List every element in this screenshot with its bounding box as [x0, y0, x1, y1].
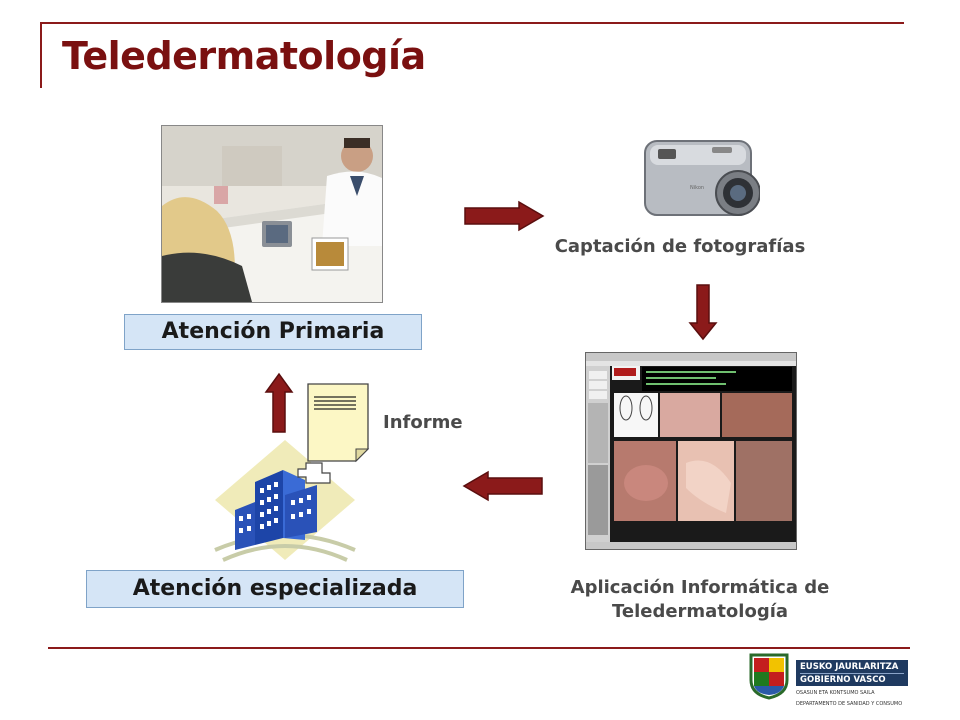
report-document-icon: [296, 383, 372, 487]
doctor-consultation-photo: [161, 125, 383, 303]
arrow-down-icon: [688, 284, 718, 341]
logo-divider: [800, 673, 904, 674]
arrow-up-icon: [264, 372, 294, 433]
photo-capture-label: Captación de fotografías: [554, 236, 806, 257]
software-label: Aplicación Informática de Teledermatolog…: [540, 576, 860, 624]
header-side-rule: [40, 22, 42, 88]
footer-rule: [48, 647, 910, 649]
software-label-line1: Aplicación Informática de: [570, 577, 830, 598]
svg-text:Nikon: Nikon: [690, 185, 704, 191]
software-screenshot: [585, 352, 797, 550]
department-line2: DEPARTAMENTO DE SANIDAD Y CONSUMO: [796, 701, 903, 707]
logo-line1: EUSKO JAURLARITZA: [800, 662, 899, 672]
report-label: Informe: [383, 412, 463, 433]
specialized-care-label: Atención especializada: [86, 570, 464, 608]
hospital-building-icon: [205, 440, 365, 570]
primary-care-label: Atención Primaria: [124, 314, 422, 350]
department-line1: OSASUN ETA KONTSUMO SAILA: [796, 690, 875, 696]
software-label-line2: Teledermatología: [611, 601, 789, 622]
basque-government-shield-icon: [748, 652, 790, 700]
page-title: Teledermatología: [62, 34, 426, 78]
arrow-right-icon: [464, 200, 545, 232]
logo-line2: GOBIERNO VASCO: [800, 675, 886, 685]
arrow-left-icon: [462, 470, 543, 502]
basque-government-logo: EUSKO JAURLARITZA GOBIERNO VASCO: [796, 660, 908, 686]
digital-camera-icon: Nikon: [640, 133, 761, 223]
header-top-rule: [40, 22, 904, 24]
